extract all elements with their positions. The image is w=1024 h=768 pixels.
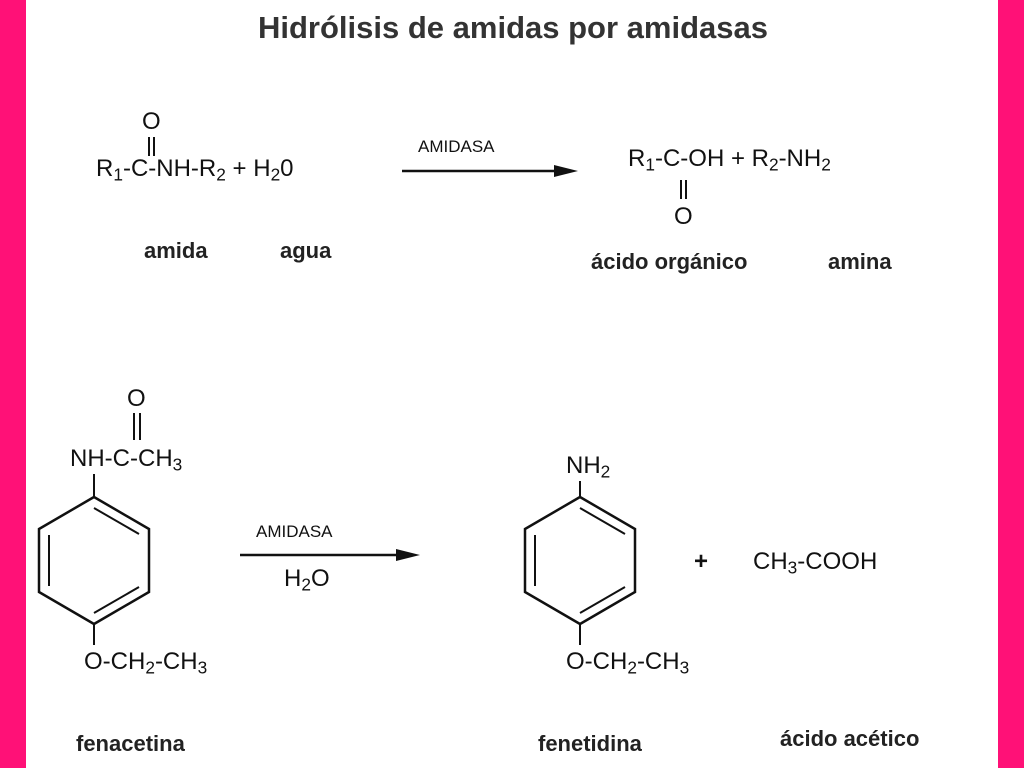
slide: Hidrólisis de amidas por amidasas	[26, 0, 998, 768]
amide-formula: R1-C-NH-R2 + H20	[96, 155, 294, 185]
label-fenetidina: fenetidina	[538, 731, 642, 756]
product-formula: R1-C-OH + R2-NH2	[628, 145, 831, 175]
amine-group: NH2	[566, 452, 611, 482]
reaction-drawing	[37, 137, 687, 645]
enzyme-label-1: AMIDASA	[418, 137, 495, 156]
label-amida: amida	[144, 238, 208, 263]
enzyme-label-2: AMIDASA	[256, 522, 333, 541]
label-acido-organico: ácido orgánico	[591, 249, 748, 274]
benzene-ring-left	[37, 474, 151, 645]
acetamido-group: NH-C-CH3	[70, 445, 183, 475]
benzene-ring-right	[523, 481, 637, 645]
water-label-2: H2O	[284, 565, 330, 595]
acetic-acid-formula: CH3-COOH	[753, 548, 878, 578]
label-amina: amina	[828, 249, 892, 274]
carbonyl-oxygen: O	[142, 108, 161, 135]
label-agua: agua	[280, 238, 332, 263]
page-title: Hidrólisis de amidas por amidasas	[258, 10, 768, 45]
acetamido-oxygen: O	[127, 385, 146, 412]
product-carbonyl-oxygen: O	[674, 203, 693, 230]
arrowhead-icon	[554, 165, 578, 177]
ethoxy-group-right: O-CH2-CH3	[566, 648, 690, 678]
plus-sign: +	[694, 548, 709, 575]
arrowhead-icon	[396, 549, 420, 561]
label-acido-acetico: ácido acético	[780, 726, 920, 751]
label-fenacetina: fenacetina	[76, 731, 185, 756]
ethoxy-group-left: O-CH2-CH3	[84, 648, 208, 678]
